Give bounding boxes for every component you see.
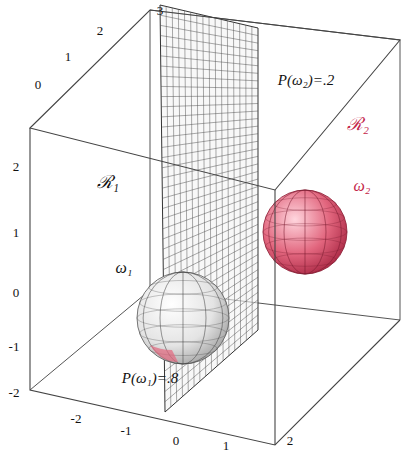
axis-tick: -2 <box>9 386 20 399</box>
grid-line <box>251 27 252 336</box>
region-label: ℛ₂ <box>347 115 369 133</box>
axis-tick: 2 <box>287 434 294 447</box>
sphere-omega1 <box>137 272 229 364</box>
axis-tick: 2 <box>97 24 104 37</box>
axis-tick: 1 <box>13 226 20 239</box>
class-label: ω₂ <box>354 178 371 194</box>
axis-tick: 1 <box>223 438 230 451</box>
axis-tick: 1 <box>65 50 72 63</box>
class-label: ω₁ <box>116 260 133 276</box>
axis-tick: 0 <box>35 78 42 91</box>
prior-label: P(ω₁)=.8 <box>122 371 178 386</box>
sphere-omega2 <box>263 190 347 274</box>
region-label: ℛ₁ <box>97 173 119 191</box>
axis-tick: -1 <box>9 340 20 353</box>
axis-tick: -2 <box>71 412 82 425</box>
grid-line <box>234 22 235 350</box>
axis-tick: 2 <box>13 160 20 173</box>
axis-tick: 0 <box>173 434 180 447</box>
prior-label: P(ω₂)=.2 <box>278 73 334 88</box>
axis-tick: 0 <box>13 286 20 299</box>
grid-line <box>239 24 241 346</box>
axis-tick: -1 <box>121 424 132 437</box>
axis-tick: 3 <box>157 4 164 17</box>
